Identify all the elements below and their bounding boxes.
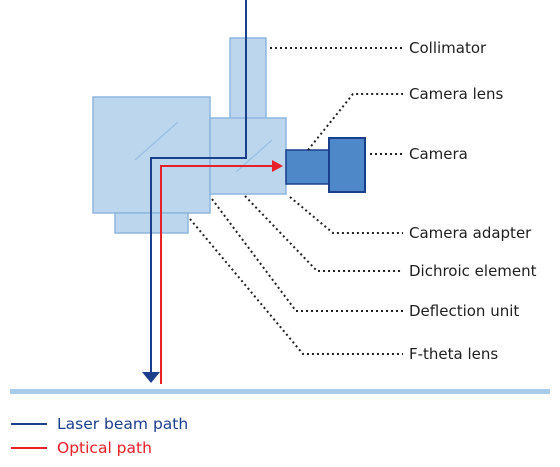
- collimator-body: [229, 37, 267, 121]
- laser-beam-arrowhead: [142, 372, 160, 383]
- label-camera-adapter: Camera adapter: [409, 224, 532, 242]
- deflection-unit-leader: [211, 198, 403, 312]
- deflection-mirror: [134, 121, 179, 161]
- label-camera: Camera: [409, 145, 468, 163]
- label-collimator: Collimator: [409, 39, 487, 57]
- label-camera-lens: Camera lens: [409, 85, 504, 103]
- camera-adapter-body: [285, 149, 330, 185]
- optical-path-line: [160, 165, 272, 384]
- optical-path-arrowhead: [272, 160, 283, 172]
- label-dichroic-element: Dichroic element: [409, 262, 537, 280]
- label-deflection-unit: Deflection unit: [409, 302, 519, 320]
- dichroic-element-leader: [244, 195, 403, 272]
- dichroic-housing: [209, 117, 287, 195]
- legend-laser-beam-path: Laser beam path: [57, 415, 188, 433]
- legend: Laser beam path Optical path: [11, 415, 188, 457]
- camera-adapter-leader: [289, 196, 403, 234]
- f-theta-lens-leader: [189, 218, 403, 355]
- legend-optical-path: Optical path: [57, 439, 152, 457]
- work-surface: [10, 389, 550, 394]
- laser-beam-path-line: [150, 0, 247, 372]
- label-f-theta-lens: F-theta lens: [409, 345, 498, 363]
- camera-lens-leader: [307, 93, 403, 151]
- camera-body: [328, 137, 366, 193]
